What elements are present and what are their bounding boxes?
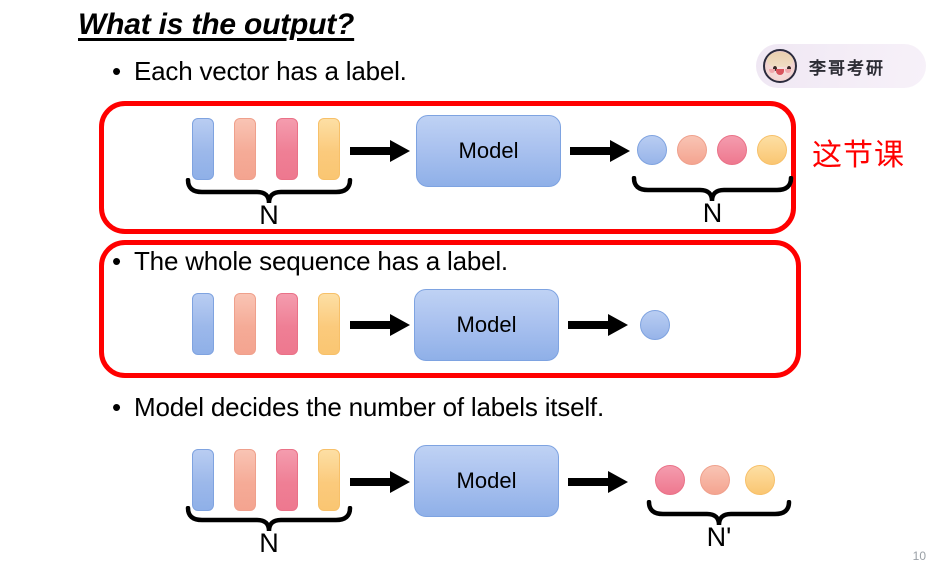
output-label-2: [700, 465, 730, 495]
input-vector-2: [234, 449, 256, 511]
input-vector-4: [318, 449, 340, 511]
input-vector-3: [276, 118, 298, 180]
model-label-2: Model: [456, 312, 517, 337]
bullet-label-3: Model decides the number of labels itsel…: [134, 392, 604, 422]
input-vector-2: [234, 118, 256, 180]
output-label-1: [637, 135, 667, 165]
input-vector-1: [192, 293, 214, 355]
avatar-eyes-icon: [772, 66, 792, 71]
output-label-2: [677, 135, 707, 165]
arrow-input-to-model-2: [350, 314, 410, 336]
model-label-3: Model: [456, 468, 517, 493]
input-count-label-3: N: [259, 528, 279, 558]
model-box-3: Model: [414, 445, 559, 517]
arrow-model-to-output-1: [570, 140, 630, 162]
input-vector-2: [234, 293, 256, 355]
output-label-3: [745, 465, 775, 495]
bullet-text-1: • Each vector has a label.: [112, 56, 407, 87]
input-vector-3: [276, 449, 298, 511]
highlight-box-section-1: [99, 101, 796, 234]
input-vector-4: [318, 293, 340, 355]
chinese-annotation: 这节课: [812, 138, 905, 173]
cartoon-avatar-icon: [763, 49, 797, 83]
bullet-dot-icon: •: [112, 246, 121, 276]
highlight-box-section-2: [99, 240, 801, 378]
output-label-1: [655, 465, 685, 495]
input-vector-4: [318, 118, 340, 180]
output-label-4: [757, 135, 787, 165]
arrow-input-to-model-3: [350, 471, 410, 493]
output-count-label-1: N: [702, 198, 723, 228]
input-brace-1: [185, 178, 353, 204]
watermark-badge: 李哥考研: [756, 44, 926, 88]
input-brace-3: [185, 506, 353, 532]
watermark-label: 李哥考研: [809, 58, 885, 79]
input-count-label-1: N: [259, 200, 279, 230]
page-title: What is the output?: [78, 8, 355, 41]
page-number: 10: [912, 549, 926, 563]
model-box-1: Model: [416, 115, 561, 187]
bullet-label-2: The whole sequence has a label.: [134, 246, 508, 276]
model-box-2: Model: [414, 289, 559, 361]
input-vector-3: [276, 293, 298, 355]
output-count-label-3: N': [706, 522, 732, 552]
input-vector-1: [192, 118, 214, 180]
output-brace-1: [631, 176, 794, 202]
bullet-text-3: • Model decides the number of labels itse…: [112, 392, 604, 423]
arrow-model-to-output-3: [568, 471, 628, 493]
bullet-label-1: Each vector has a label.: [134, 56, 407, 86]
arrow-model-to-output-2: [568, 314, 628, 336]
bullet-text-2: • The whole sequence has a label.: [112, 246, 508, 277]
output-label-1: [640, 310, 670, 340]
arrow-input-to-model-1: [350, 140, 410, 162]
output-label-3: [717, 135, 747, 165]
output-brace-3: [646, 500, 792, 526]
bullet-dot-icon: •: [112, 392, 121, 422]
bullet-dot-icon: •: [112, 56, 121, 86]
input-vector-1: [192, 449, 214, 511]
model-label-1: Model: [458, 138, 519, 163]
